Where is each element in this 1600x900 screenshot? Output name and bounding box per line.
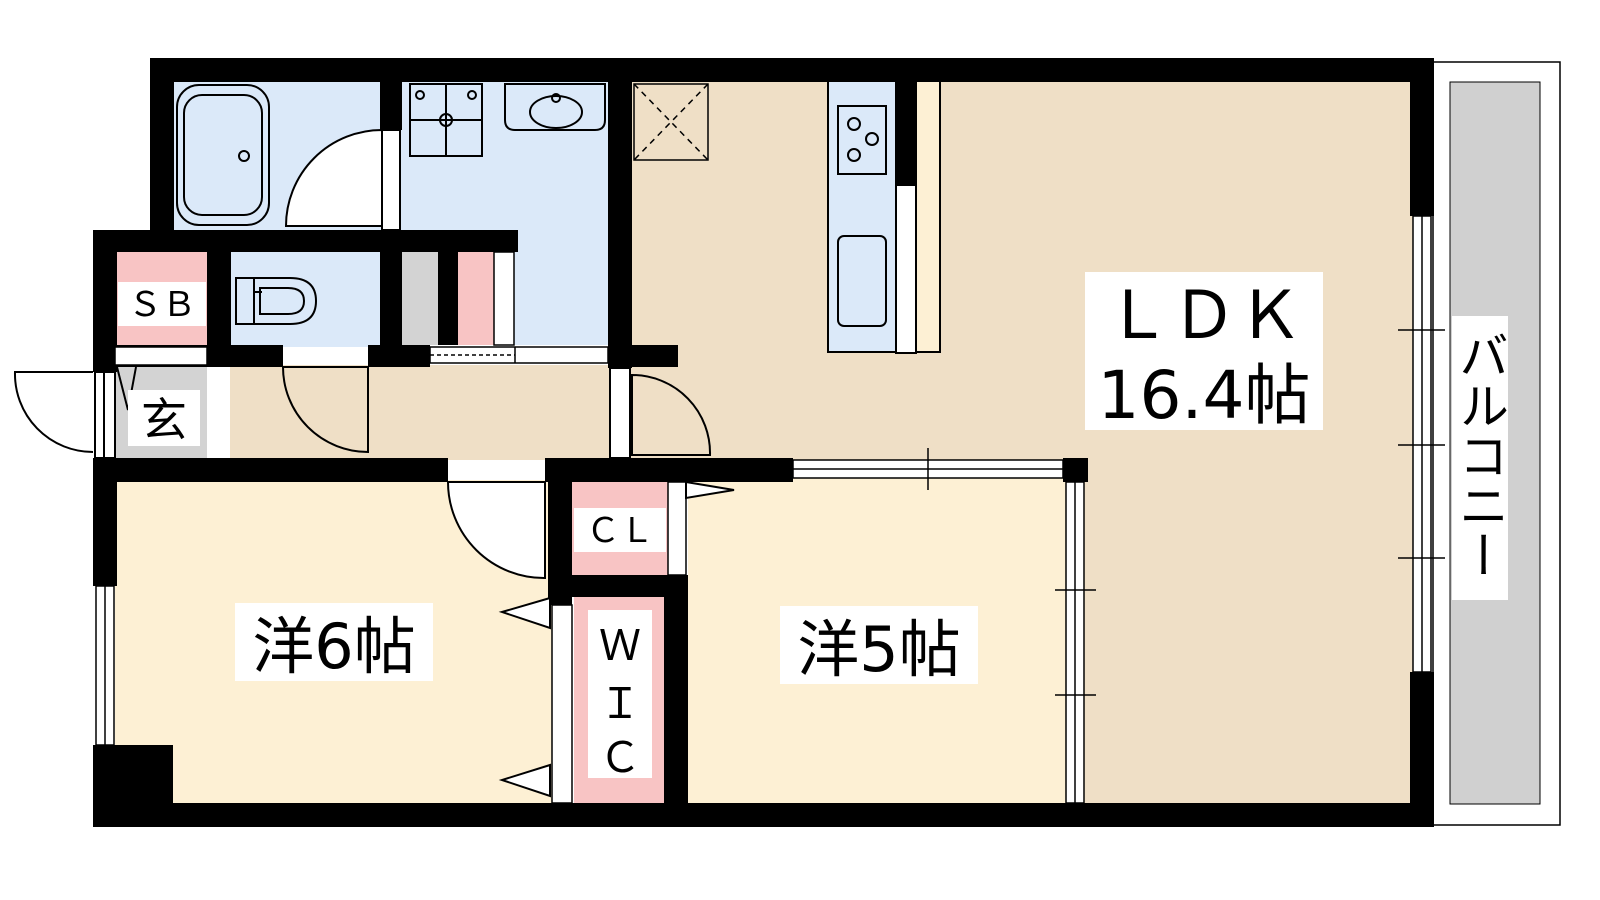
wall bbox=[895, 80, 917, 186]
ldk-door bbox=[631, 373, 712, 456]
wall bbox=[1063, 458, 1088, 482]
wall bbox=[1410, 58, 1434, 216]
toilet-door bbox=[281, 366, 369, 454]
washing-machine-pan-icon bbox=[409, 83, 483, 157]
wall bbox=[438, 252, 458, 345]
wic-label-c: Ｃ bbox=[599, 733, 641, 782]
western-5-label: 洋5帖 bbox=[797, 613, 960, 686]
closet-label: ＣＬ bbox=[586, 511, 654, 551]
wall bbox=[548, 575, 688, 597]
wall bbox=[1410, 672, 1434, 827]
refrigerator-space-icon bbox=[633, 83, 709, 161]
wall bbox=[93, 230, 518, 252]
counter-wall bbox=[895, 184, 917, 354]
bathtub-icon bbox=[176, 84, 270, 226]
washbasin-icon bbox=[504, 83, 606, 131]
walls bbox=[93, 58, 1434, 827]
folding-door bbox=[498, 596, 551, 630]
kitchen-counter bbox=[827, 79, 897, 353]
wall bbox=[380, 230, 402, 365]
wall bbox=[150, 58, 1433, 82]
windows bbox=[95, 215, 1445, 804]
pipe-space bbox=[402, 252, 438, 345]
wall bbox=[380, 58, 402, 130]
wall bbox=[150, 58, 174, 248]
ldk-floor-lower bbox=[1085, 460, 1413, 805]
ldk-size: 16.4帖 bbox=[1098, 357, 1311, 434]
stove-icon bbox=[837, 105, 887, 175]
balcony-label: バルコニー bbox=[1451, 330, 1509, 580]
western-6-door bbox=[446, 481, 546, 580]
wall bbox=[608, 58, 632, 368]
doors bbox=[13, 128, 735, 798]
wall bbox=[664, 575, 688, 825]
toilet-icon bbox=[235, 277, 318, 325]
ldk-name: ＬＤＫ bbox=[1105, 277, 1303, 354]
wall bbox=[608, 345, 678, 367]
entrance-label: 玄 bbox=[141, 393, 187, 447]
wall bbox=[93, 458, 117, 586]
sliding-door bbox=[667, 481, 687, 576]
wall bbox=[368, 345, 430, 367]
sink-icon bbox=[837, 235, 887, 327]
wic-label-w: Ｗ bbox=[599, 621, 641, 670]
sliding-door bbox=[551, 604, 573, 804]
wic-label-i: Ｉ bbox=[599, 679, 641, 728]
entrance-door bbox=[13, 371, 94, 453]
sb-door bbox=[114, 346, 208, 366]
folding-door bbox=[685, 480, 735, 500]
folding-door bbox=[498, 763, 551, 798]
fixtures bbox=[176, 79, 941, 354]
sliding-door bbox=[493, 251, 515, 346]
bath-door bbox=[284, 128, 383, 227]
wall bbox=[545, 458, 793, 482]
counter-wall-top bbox=[915, 79, 941, 353]
sliding-door bbox=[429, 346, 609, 364]
western-6-label: 洋6帖 bbox=[252, 610, 415, 683]
labels: ＬＤＫ 16.4帖 洋6帖 洋5帖 ＳＢ 玄 ＣＬ Ｗ Ｉ Ｃ バルコニー bbox=[118, 272, 1509, 782]
shoe-box-label: ＳＢ bbox=[128, 285, 196, 325]
linen-storage bbox=[458, 252, 494, 345]
wall bbox=[93, 803, 1433, 827]
wall bbox=[93, 458, 448, 482]
